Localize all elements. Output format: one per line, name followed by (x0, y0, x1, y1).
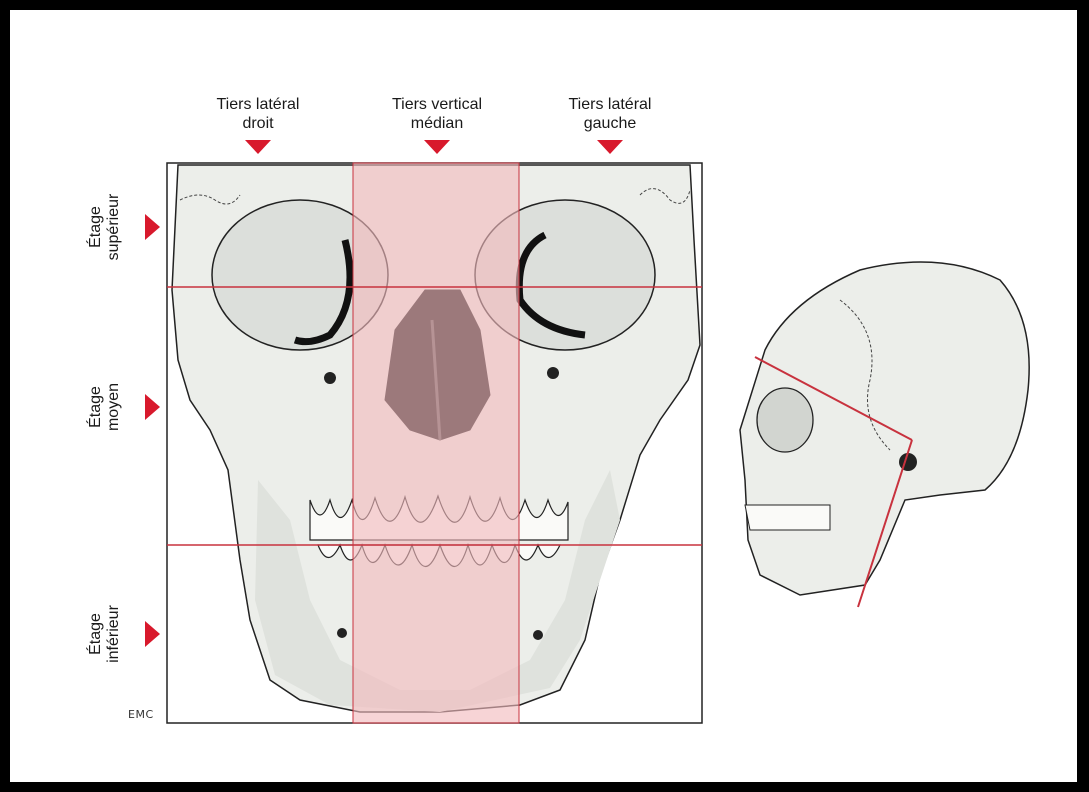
lateral-teeth (745, 505, 830, 530)
lateral-orbit (757, 388, 813, 452)
label-line: inférieur (105, 579, 123, 689)
label-line: Tiers latéral (178, 95, 338, 114)
marker-side-bottom (145, 621, 160, 647)
marker-top-right (597, 140, 623, 154)
label-tiers-vertical-median: Tiers vertical médian (357, 95, 517, 133)
label-etage-inferieur: Étage inférieur (87, 579, 123, 689)
label-line: Tiers latéral (530, 95, 690, 114)
label-line: Étage (87, 352, 105, 462)
label-etage-superieur: Étage supérieur (87, 172, 123, 282)
label-line: Étage (87, 579, 105, 689)
marker-side-middle (145, 394, 160, 420)
label-line: supérieur (105, 172, 123, 282)
marker-top-center (424, 140, 450, 154)
median-third-band (353, 163, 519, 723)
frontal-skull-view (167, 163, 702, 723)
label-line: Étage (87, 172, 105, 282)
label-etage-moyen: Étage moyen (87, 352, 123, 462)
label-line: moyen (105, 352, 123, 462)
left-infraorbital-foramen (547, 367, 559, 379)
label-line: médian (357, 114, 517, 133)
label-tiers-lateral-gauche: Tiers latéral gauche (530, 95, 690, 133)
label-line: Tiers vertical (357, 95, 517, 114)
right-infraorbital-foramen (324, 372, 336, 384)
lateral-skull-view (740, 262, 1029, 607)
ear-canal (899, 453, 917, 471)
label-line: droit (178, 114, 338, 133)
marker-top-left (245, 140, 271, 154)
right-mental-foramen (337, 628, 347, 638)
credit-emc: EMC (128, 708, 154, 721)
marker-side-top (145, 214, 160, 240)
label-tiers-lateral-droit: Tiers latéral droit (178, 95, 338, 133)
label-line: gauche (530, 114, 690, 133)
left-mental-foramen (533, 630, 543, 640)
